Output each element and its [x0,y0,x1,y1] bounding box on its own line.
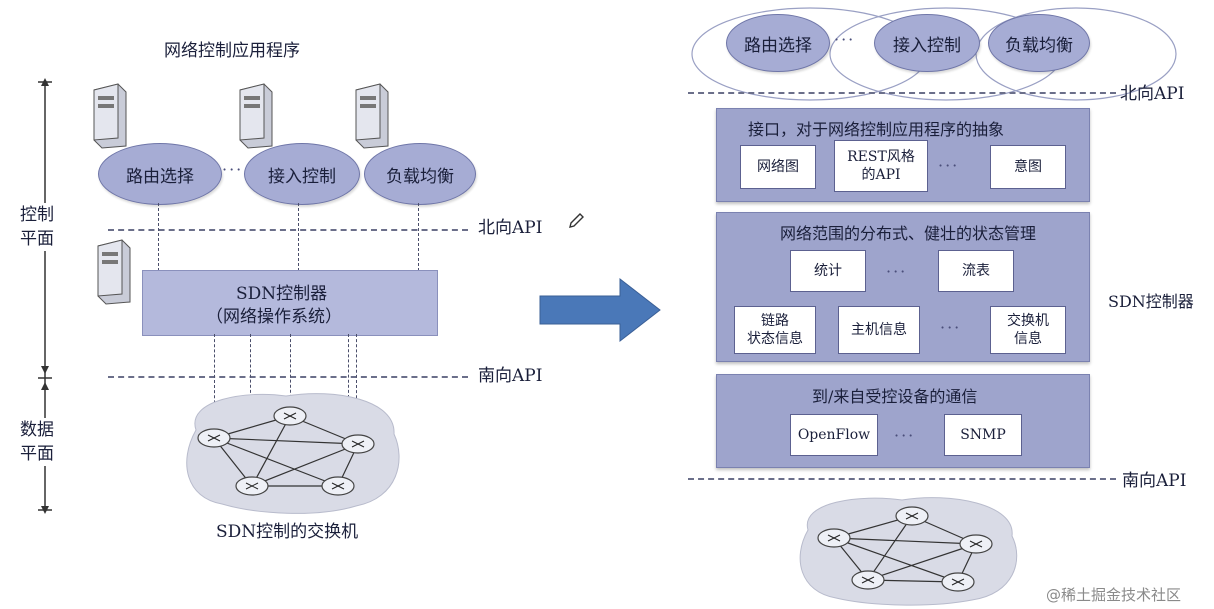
southbound-label: 南向API [1122,471,1187,491]
data-plane-label: 数据 平面 [20,418,54,466]
pencil-icon [569,213,584,228]
ellipsis: ··· [940,318,962,337]
watermark: @稀土掘金技术社区 [1046,586,1182,604]
rest-api-box: REST风格 的API [834,140,928,192]
link-line [290,334,291,408]
switches-caption: SDN控制的交换机 [216,522,359,542]
app-ellipse-load-balance: 负载均衡 [364,143,476,205]
app-ellipse-load-balance: 负载均衡 [988,14,1090,72]
switch-network [186,393,400,514]
app-ellipse-routing: 路由选择 [726,14,830,72]
link-line [298,203,299,271]
ellipsis: ··· [938,156,960,175]
server-icon [239,83,273,149]
app-ellipse-access-control: 接入控制 [874,14,980,72]
switch-network [799,497,1018,606]
server-icon [93,83,127,149]
ellipsis: ··· [222,160,244,179]
host-info-box: 主机信息 [838,306,920,354]
link-line [356,334,357,434]
snmp-box: SNMP [944,414,1022,456]
controller-title: SDN控制器 [236,284,328,304]
server-icon [97,239,131,305]
northbound-divider [108,229,468,231]
northbound-divider [688,92,1116,94]
controller-subtitle: （网络操作系统） [206,307,342,327]
server-icon [355,83,389,149]
sdn-controller-box [142,270,438,336]
ellipsis: ··· [886,262,908,281]
app-ellipse-access-control: 接入控制 [244,143,360,205]
control-plane-label: 控制 平面 [20,203,54,251]
app-ellipse-routing: 路由选择 [98,143,222,205]
southbound-label: 南向API [478,366,543,386]
device-communication-layer [716,374,1090,468]
southbound-divider [108,376,468,378]
interface-layer-title: 接口，对于网络控制应用程序的抽象 [748,120,1005,139]
intent-box: 意图 [990,145,1066,189]
ellipsis: ··· [894,426,916,445]
ellipsis: ··· [834,30,856,49]
southbound-divider [688,478,1116,480]
apps-title: 网络控制应用程序 [164,41,300,61]
link-line [214,334,215,434]
statistics-box: 统计 [790,250,866,292]
device-communication-title: 到/来自受控设备的通信 [812,387,978,406]
link-state-box: 链路 状态信息 [734,306,816,354]
link-line [418,203,419,271]
controller-side-label: SDN控制器 [1108,292,1194,311]
flow-table-box: 流表 [938,250,1014,292]
openflow-box: OpenFlow [790,414,878,456]
link-line [158,203,159,271]
switch-info-box: 交换机 信息 [990,306,1066,354]
network-graph-box: 网络图 [740,145,816,189]
northbound-label: 北向API [1120,84,1185,104]
state-management-title: 网络范围的分布式、健壮的状态管理 [780,224,1037,243]
transition-arrow-icon [539,277,661,343]
northbound-label: 北向API [478,218,543,238]
